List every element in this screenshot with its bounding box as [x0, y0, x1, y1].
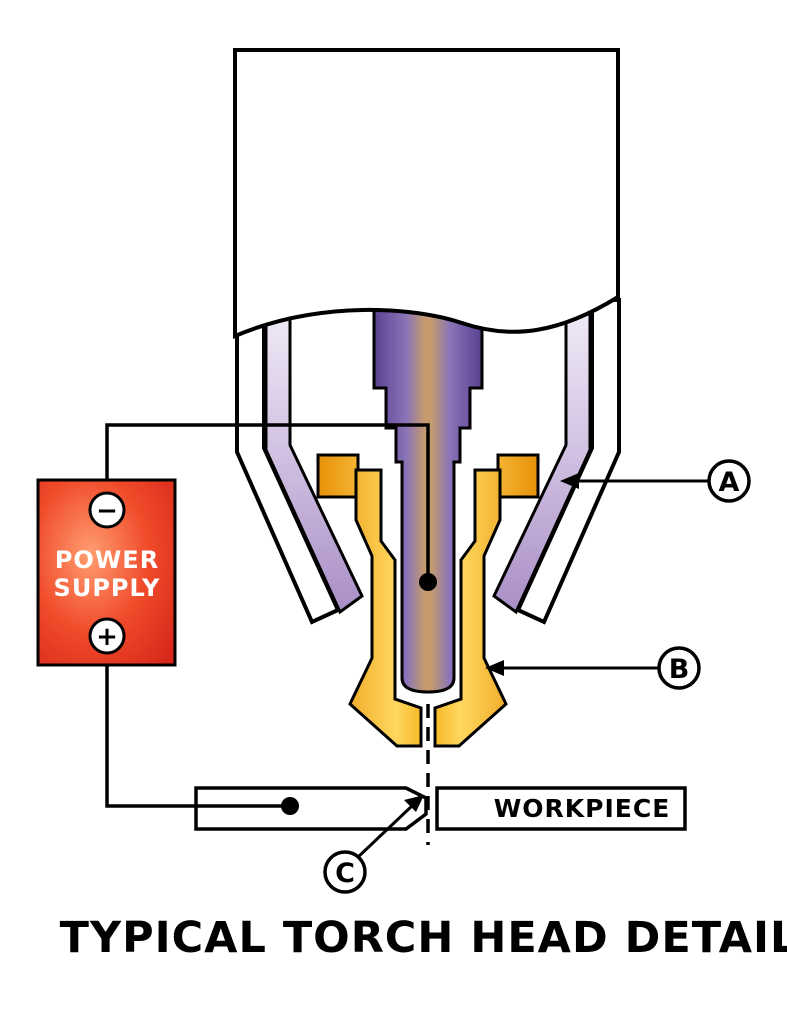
- callout-b-circle: [657, 646, 701, 690]
- callout-a-circle: [707, 459, 751, 503]
- workpiece-label: WORKPIECE: [494, 794, 671, 823]
- callout-c-letter: C: [335, 858, 355, 889]
- power-supply-label-line2: SUPPLY: [54, 574, 161, 602]
- nozzle-flange-left: [316, 453, 360, 499]
- torch-body: [233, 48, 620, 340]
- electrode-connection-dot: [419, 573, 437, 591]
- callout-c-arrowhead: [404, 795, 424, 812]
- workpiece-connection-dot: [281, 797, 299, 815]
- wire-positive: [105, 664, 290, 808]
- callout-c-leader: [355, 802, 416, 860]
- negative-terminal: [88, 491, 126, 529]
- power-supply-label-line1: POWER: [55, 546, 159, 574]
- callout-c-circle: [323, 850, 367, 894]
- wire-negative: [105, 423, 430, 582]
- callout-a-letter: A: [719, 467, 740, 498]
- callout-b-arrowhead: [485, 660, 504, 676]
- workpiece-left-plate: [194, 786, 428, 831]
- nozzle-right: [433, 468, 508, 748]
- positive-terminal: [88, 617, 126, 655]
- workpiece-right-plate: [435, 786, 687, 831]
- callout-a-arrowhead: [560, 473, 579, 489]
- nozzle-flange-right: [496, 453, 540, 499]
- nozzle-left: [348, 468, 423, 748]
- negative-symbol: −: [96, 496, 118, 526]
- positive-symbol: +: [96, 622, 118, 652]
- diagram-title: TYPICAL TORCH HEAD DETAIL: [60, 913, 787, 963]
- callout-b-letter: B: [669, 654, 690, 685]
